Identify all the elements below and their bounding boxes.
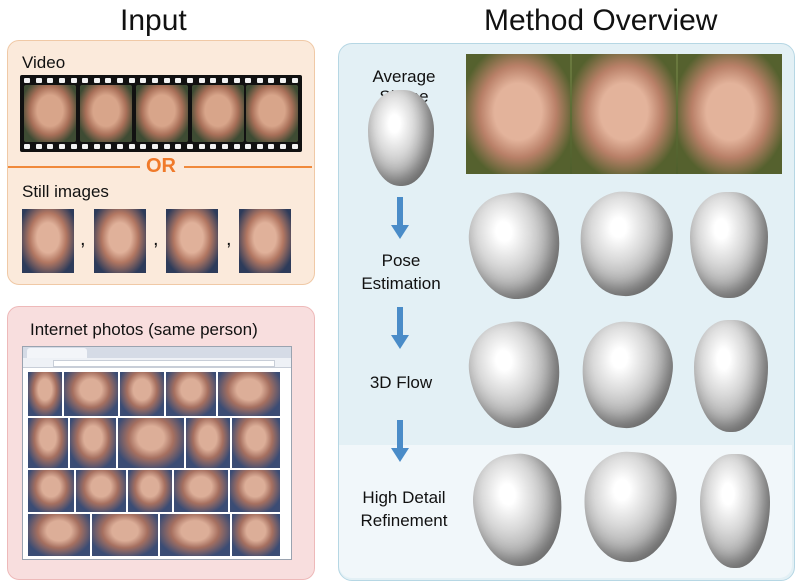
still-image <box>166 209 218 273</box>
stage-pose-line1: Pose <box>381 251 421 270</box>
or-divider-right <box>184 166 312 168</box>
photo-thumbnail <box>217 371 281 417</box>
photo-thumbnail <box>231 513 281 557</box>
stage-detail-line1: High Detail <box>362 488 446 507</box>
average-shape-mesh <box>368 90 434 186</box>
video-frame <box>136 85 188 142</box>
input-frame-photo <box>572 54 676 174</box>
still-image <box>239 209 291 273</box>
photo-thumbnail <box>117 417 185 469</box>
photo-thumbnail <box>27 513 91 557</box>
internet-photos-label: Internet photos (same person) <box>30 320 258 339</box>
photo-thumbnail <box>165 371 217 417</box>
video-frame <box>192 85 244 142</box>
photo-thumbnail <box>75 469 127 513</box>
photo-thumbnail <box>27 417 69 469</box>
down-arrow-icon <box>391 307 409 349</box>
input-frames-strip <box>466 54 782 174</box>
photo-thumbnail <box>27 371 63 417</box>
or-divider-left <box>8 166 140 168</box>
photo-thumbnail <box>127 469 173 513</box>
stage-3d-flow: 3D Flow <box>369 373 433 392</box>
video-frame <box>246 85 298 142</box>
input-title: Input <box>120 4 187 37</box>
browser-address-bar <box>23 358 291 368</box>
still-image <box>94 209 146 273</box>
video-filmstrip <box>20 75 302 152</box>
input-frame-photo <box>678 54 782 174</box>
down-arrow-icon <box>391 420 409 462</box>
video-frame <box>24 85 76 142</box>
stage-detail-line2: Refinement <box>360 511 448 530</box>
photo-thumbnail <box>231 417 281 469</box>
or-label: OR <box>140 155 182 178</box>
refinement-mesh <box>700 454 770 568</box>
down-arrow-icon <box>391 197 409 239</box>
photo-thumbnail <box>69 417 117 469</box>
browser-window <box>22 346 292 560</box>
browser-tab <box>27 348 87 358</box>
photo-thumbnail <box>229 469 281 513</box>
pose-mesh <box>690 192 768 298</box>
input-frame-photo <box>466 54 570 174</box>
browser-tab-bar <box>23 347 291 358</box>
still-images-label: Still images <box>22 182 109 201</box>
photo-thumbnail <box>173 469 229 513</box>
photo-thumbnail <box>63 371 119 417</box>
still-separator: , <box>80 228 86 250</box>
photo-thumbnail <box>119 371 165 417</box>
stage-pose-line2: Estimation <box>361 274 441 293</box>
still-separator: , <box>153 228 159 250</box>
method-overview-title: Method Overview <box>484 4 718 37</box>
browser-url-field <box>53 360 275 367</box>
photo-thumbnail <box>159 513 231 557</box>
video-label: Video <box>22 53 66 72</box>
photo-thumbnail <box>185 417 231 469</box>
photo-thumbnail <box>27 469 75 513</box>
still-image <box>22 209 74 273</box>
still-separator: , <box>226 228 232 250</box>
flow-mesh <box>694 320 768 432</box>
video-frame <box>80 85 132 142</box>
photo-thumbnail <box>91 513 159 557</box>
